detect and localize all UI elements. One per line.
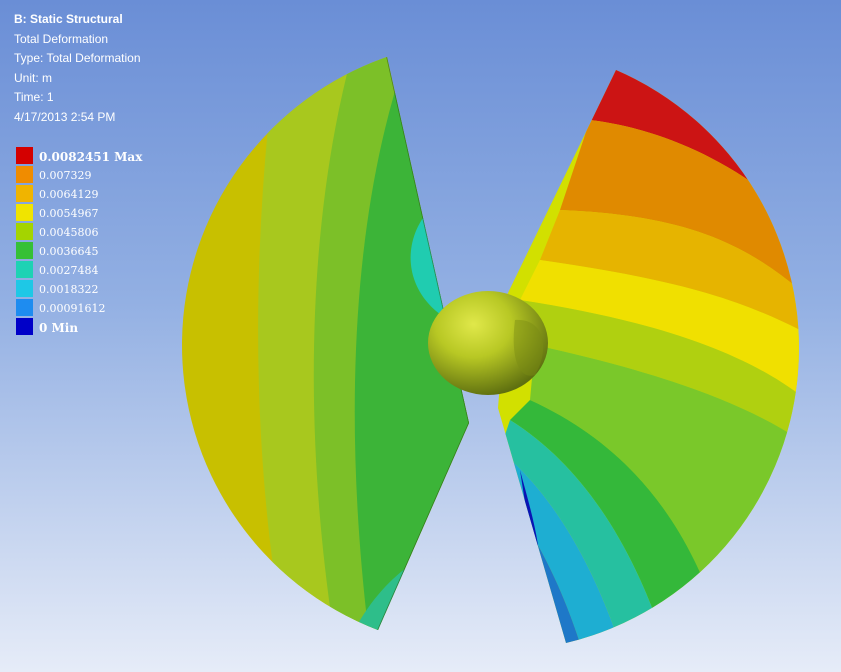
result-type: Type: Total Deformation [14, 51, 141, 65]
analysis-title: B: Static Structural [14, 12, 123, 26]
legend-label: 0.007329 [39, 169, 92, 182]
legend-swatch [16, 147, 33, 164]
legend-swatch [16, 280, 33, 297]
legend-label: 0.00091612 [39, 302, 106, 315]
legend-swatch [16, 204, 33, 221]
legend-label: 0.0064129 [39, 188, 99, 201]
result-unit: Unit: m [14, 70, 53, 85]
legend-swatch [16, 223, 33, 240]
legend-label: 0.0027484 [39, 264, 99, 277]
legend-swatch [16, 261, 33, 278]
legend-label: 0.0082451 Max [39, 150, 143, 164]
result-timestamp: 4/17/2013 2:54 PM [14, 109, 116, 124]
result-time: Time: 1 [14, 90, 54, 104]
legend-label: 0.0036645 [39, 245, 99, 258]
legend-swatch [16, 242, 33, 259]
legend-label: 0.0018322 [39, 283, 99, 296]
legend-swatch [16, 299, 33, 316]
hub [428, 291, 548, 395]
legend-label: 0.0054967 [39, 207, 99, 220]
legend-label: 0 Min [39, 321, 79, 335]
result-info-block: B: Static Structural Total Deformation T… [14, 10, 141, 127]
legend-swatch [16, 166, 33, 183]
result-name: Total Deformation [14, 31, 109, 46]
legend-label: 0.0045806 [39, 226, 99, 239]
legend-swatch [16, 185, 33, 202]
legend-swatch [16, 318, 33, 335]
